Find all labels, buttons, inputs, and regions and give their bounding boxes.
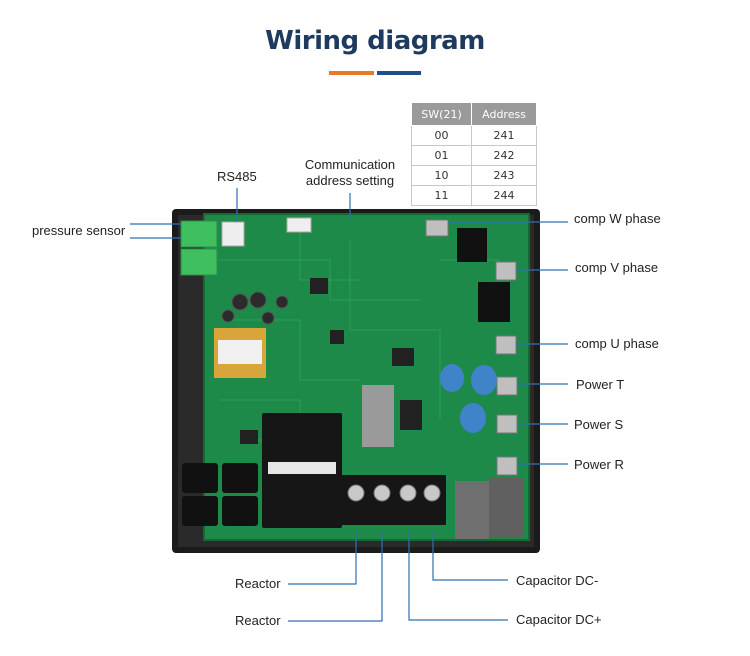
- table-cell: 242: [471, 145, 537, 166]
- film-capacitor: [362, 385, 394, 447]
- dc-capacitor-2: [489, 478, 523, 538]
- table-row: 11 244: [410, 185, 537, 206]
- page-title: Wiring diagram: [265, 26, 485, 56]
- label-capacitor-dc-plus: Capacitor DC+: [516, 612, 602, 627]
- table-cell: 11: [410, 185, 473, 206]
- table-header-sw: SW(21): [410, 102, 473, 126]
- label-comp-u: comp U phase: [575, 336, 659, 351]
- label-pressure-sensor: pressure sensor: [32, 223, 126, 238]
- y-capacitors: [440, 364, 497, 433]
- line-capacitor-dc-minus: [432, 532, 508, 581]
- address-table: SW(21) Address 00 241 01 242 10 243 11 2…: [410, 102, 537, 206]
- table-row: 00 241: [410, 125, 537, 146]
- dc-capacitor-1: [455, 481, 489, 539]
- module-sticker: [268, 462, 336, 474]
- line-capacitor-dc-plus: [408, 532, 508, 621]
- label-reactor-1: Reactor: [235, 576, 281, 591]
- dip-switch-connector: [286, 217, 312, 233]
- pcb-edge: [203, 213, 530, 541]
- table-cell: 243: [471, 165, 537, 186]
- label-power-r: Power R: [574, 457, 624, 472]
- terminal-screws: [347, 484, 441, 502]
- label-capacitor-dc-minus: Capacitor DC-: [516, 573, 599, 588]
- rs485-connector: [221, 221, 245, 247]
- electrolytic-capacitors: [221, 291, 289, 325]
- label-communication: Communication address setting: [302, 157, 398, 189]
- callout-lines: [130, 188, 568, 622]
- relay-top: [457, 228, 487, 262]
- table-cell: 241: [471, 125, 537, 146]
- table-row: 01 242: [410, 145, 537, 166]
- title-underline-blue: [377, 71, 421, 75]
- table-cell: 01: [410, 145, 473, 166]
- label-communication-line2: address setting: [305, 173, 395, 188]
- line-reactor-1: [288, 532, 357, 585]
- label-power-s: Power S: [574, 417, 624, 432]
- label-comp-w: comp W phase: [574, 211, 661, 226]
- green-connectors: [180, 220, 218, 276]
- line-reactor-2: [288, 532, 383, 622]
- label-comp-v: comp V phase: [575, 260, 659, 275]
- table-cell: 244: [471, 185, 537, 206]
- label-communication-line1: Communication: [304, 157, 396, 172]
- transformer-label: [218, 340, 262, 364]
- ic-chips: [240, 278, 422, 444]
- relay-blocks: [182, 463, 258, 526]
- phase-terminals: [425, 219, 518, 476]
- relay-mid: [478, 282, 510, 322]
- label-reactor-2: Reactor: [235, 613, 281, 628]
- label-rs485: RS485: [217, 169, 257, 184]
- label-power-t: Power T: [576, 377, 625, 392]
- title-underline-orange: [329, 71, 374, 75]
